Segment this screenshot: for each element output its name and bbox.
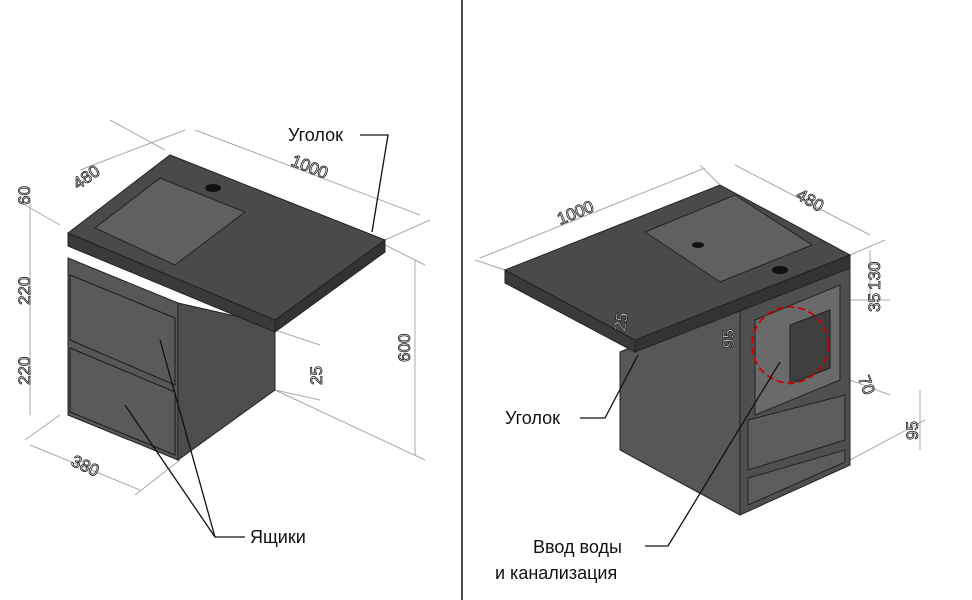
inlet-panel [789,309,831,385]
dim-35: 35 [865,293,884,312]
dim-130: 130 [865,262,884,290]
label-inlet-line1: Ввод воды [533,537,622,557]
countertop-front-edge [634,254,851,353]
label-corner-left: Уголок [288,125,343,145]
faucet-hole [772,266,788,274]
dim-1000: 1000 [289,151,331,183]
dim-95-bottom: 95 [903,421,922,440]
dim-480-right: 480 [793,185,827,216]
dim-480: 480 [69,161,103,193]
sink-basin [643,194,814,283]
label-corner-right: Уголок [505,408,560,428]
countertop-side-edge [274,239,386,333]
dim-25: 25 [307,366,326,385]
left-dimension-lines [24,119,431,496]
faucet-hole [205,184,221,192]
drawers-leader-2 [124,404,216,538]
cabinet-side [177,302,276,461]
drawer-back [747,394,846,471]
corner-leader [360,134,389,233]
dim-60: 60 [15,186,34,205]
label-drawers: Ящики [250,527,306,547]
dim-380: 380 [68,451,102,480]
right-vanity: 1000 480 130 35 25 95 70 95 Уголок Ввод … [474,164,926,583]
drawer-back-2 [747,449,846,506]
corner-leader-right [580,354,639,419]
drain-hole [692,242,704,248]
dim-25-right: 25 [610,311,632,333]
highlight-circle [751,306,829,384]
sink-basin [94,177,247,266]
drawer-top[interactable] [69,274,176,386]
dim-70: 70 [854,373,878,397]
dim-220-top: 220 [15,277,34,305]
dim-600: 600 [395,334,414,362]
dim-220-bottom: 220 [15,357,34,385]
drawer-bottom[interactable] [69,347,176,456]
left-vanity: 480 1000 60 220 220 25 600 380 Уголок Ящ… [15,119,431,547]
label-inlet-line2: и канализация [495,563,617,583]
dim-1000-right: 1000 [554,197,596,229]
right-dimension-lines [474,164,926,461]
dim-95-left: 95 [719,329,738,348]
inlet-leader [645,361,781,547]
